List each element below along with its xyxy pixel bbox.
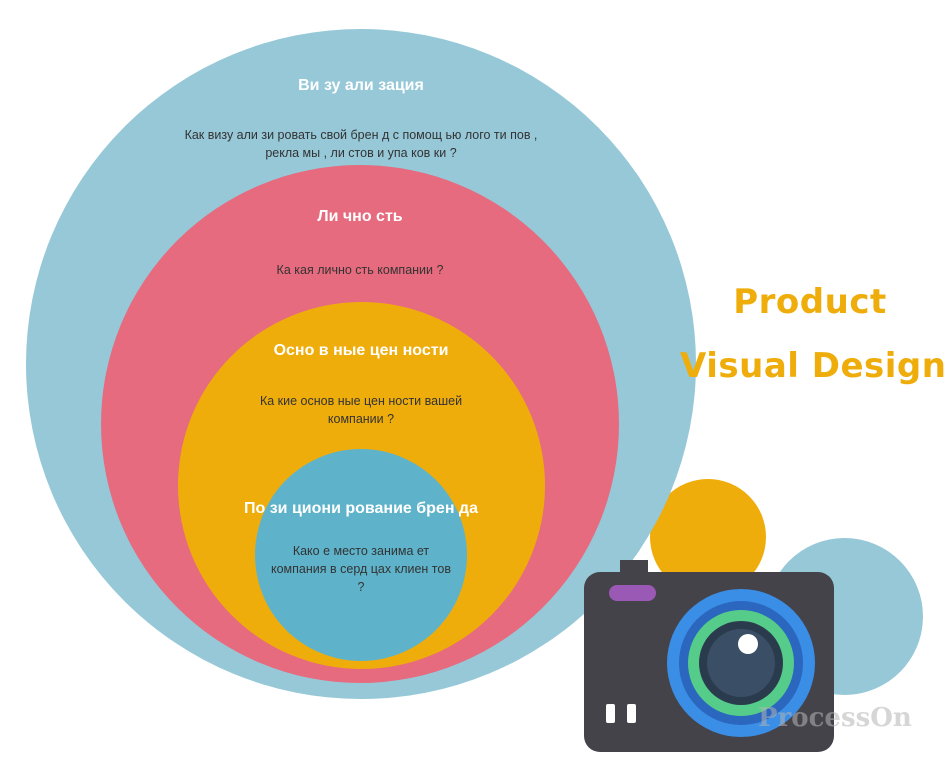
layer-core-values-title: Осно в ные цен ности [273, 342, 449, 359]
layer-positioning-title: По зи циони рование брен да [244, 500, 478, 517]
layer-core-values-description: Ка кие основ ные цен ности вашей компани… [259, 394, 463, 426]
product-heading-line1: Product [733, 282, 887, 322]
layer-visualization-description: Как визу али зи ровать свой брен д с пом… [184, 128, 538, 160]
layer-positioning-description: Како е место занима ет компания в серд ц… [271, 544, 451, 594]
layer-positioning-circle [255, 449, 467, 661]
product-heading-line2: Visual Design [680, 346, 947, 386]
processon-watermark: ProcessOn [758, 703, 912, 733]
camera-icon [582, 560, 838, 755]
layer-visualization-title: Ви зу али зация [298, 77, 424, 94]
layer-personality-description: Ка кая лично сть компании ? [276, 263, 444, 277]
layer-personality-title: Ли чно сть [317, 208, 403, 225]
